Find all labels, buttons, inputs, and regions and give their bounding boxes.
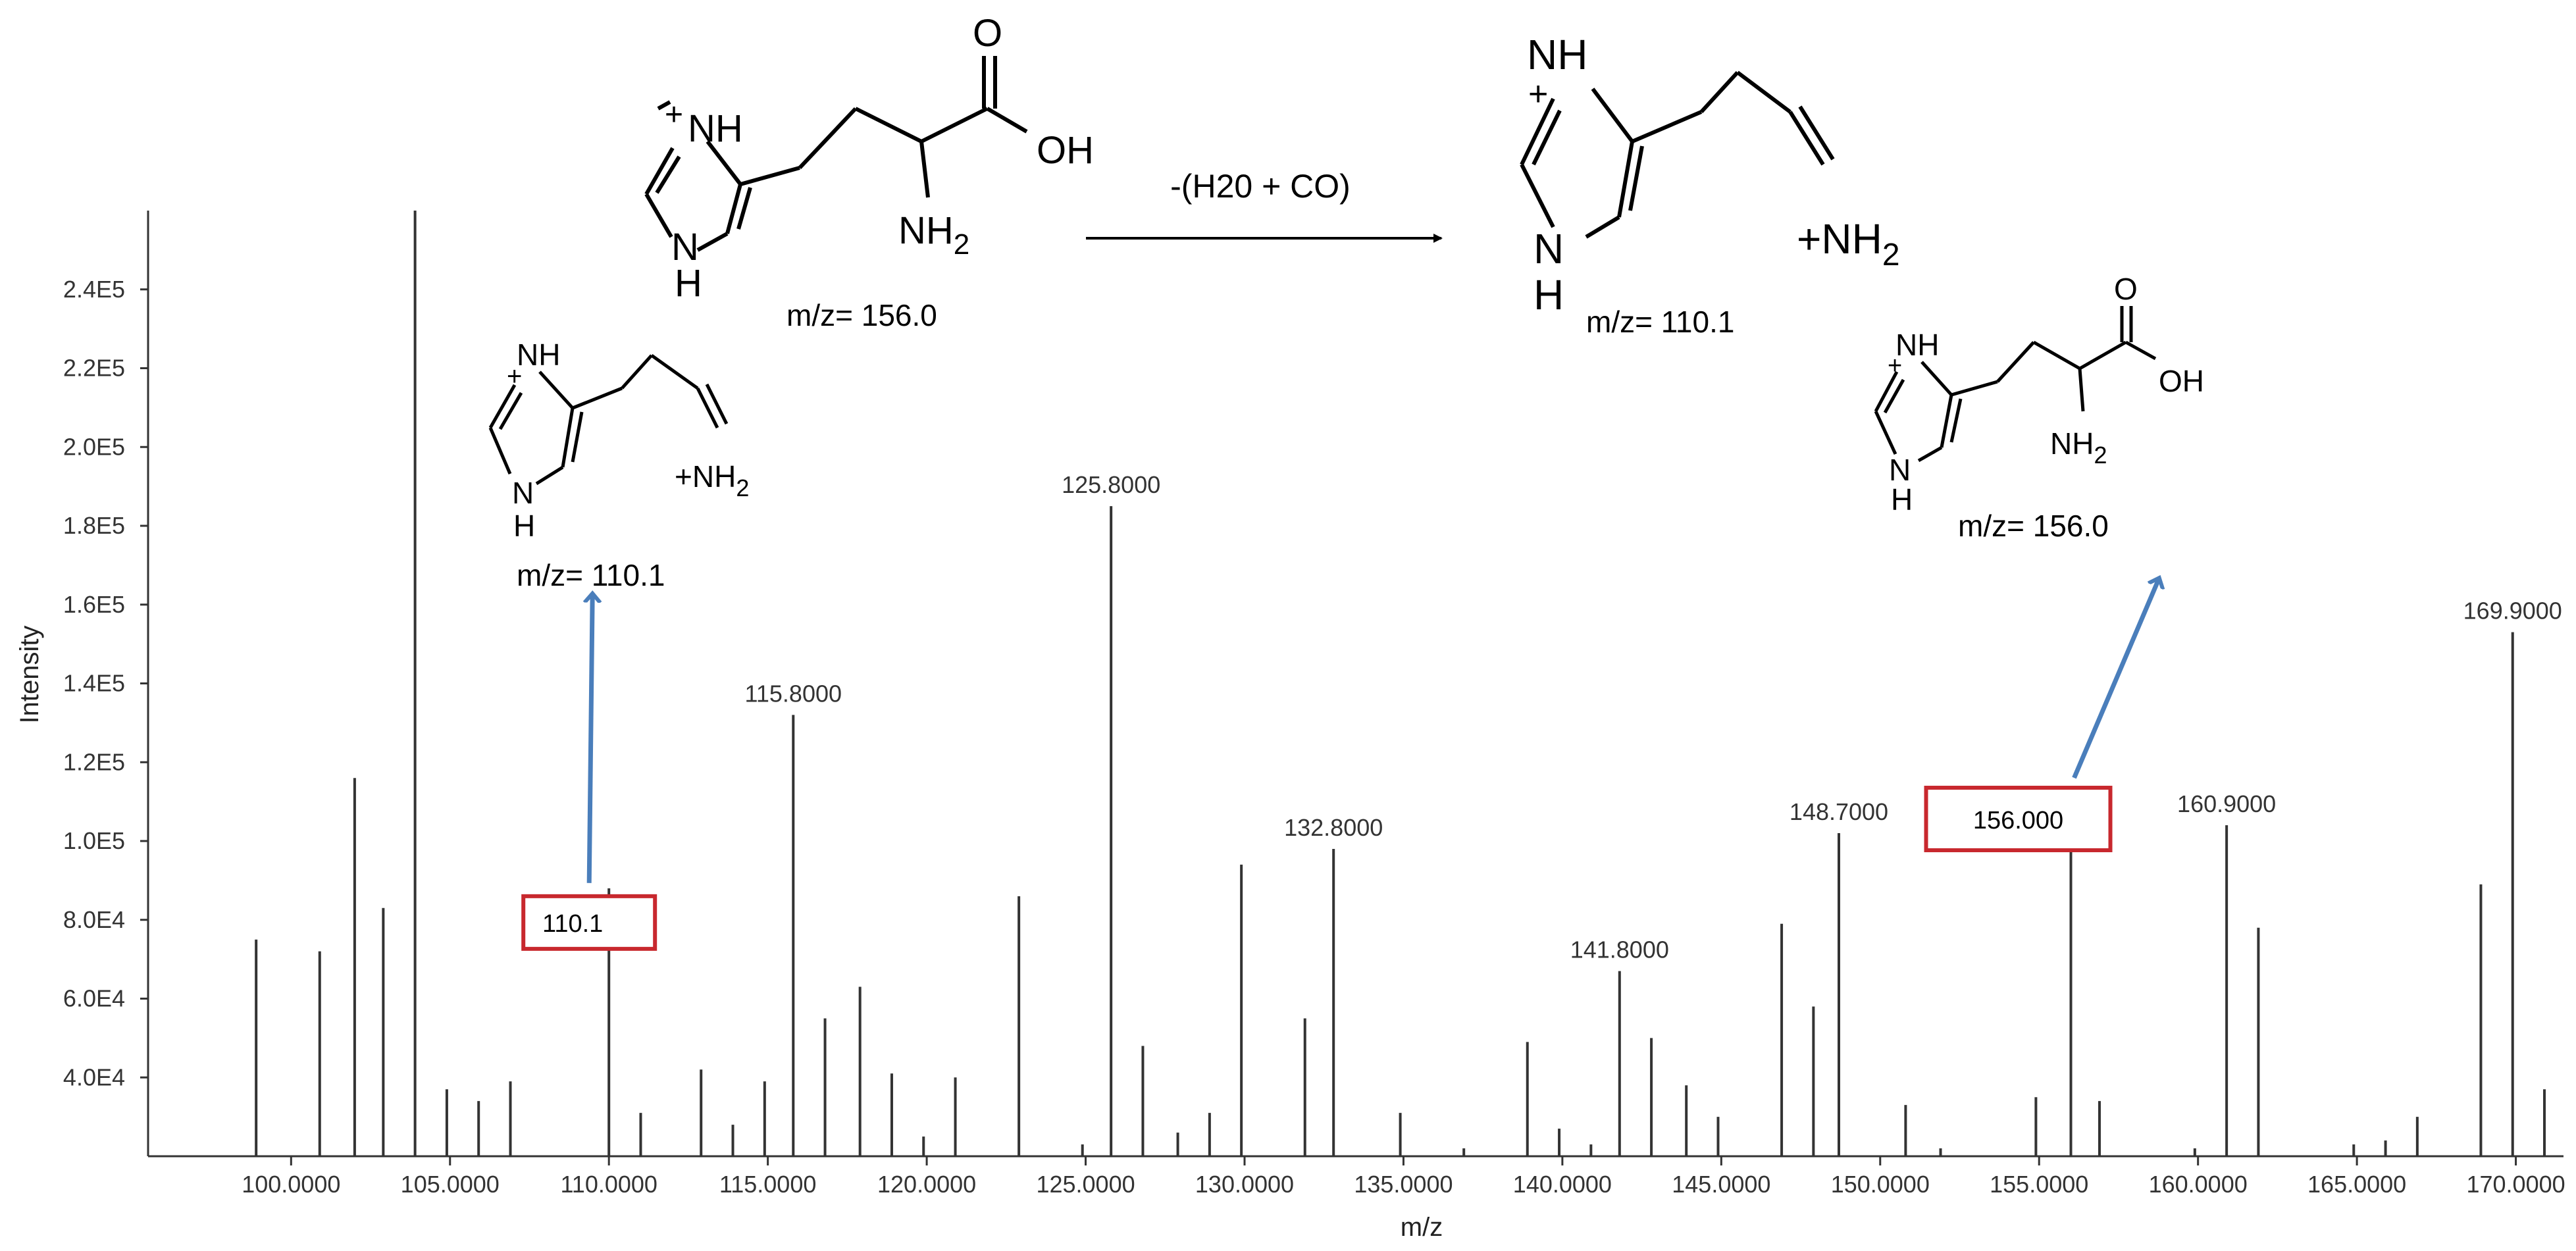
carbonyl-o-label: O [2114, 272, 2138, 306]
peak-labels: 115.8000 125.8000 132.8000 141.8000 148.7000… [745, 471, 2562, 963]
peak-label: 141.8000 [1570, 936, 1669, 963]
plus-sign: + [1528, 75, 1548, 113]
mz-110-label-top: m/z= 110.1 [1586, 305, 1734, 339]
mz-156-label-top: m/z= 156.0 [786, 298, 937, 332]
plot-axes [147, 211, 2563, 1158]
nh2-label: NH2 [898, 209, 969, 261]
nh2-label: +NH2 [1797, 215, 1900, 272]
peak-label: 160.9000 [2177, 790, 2276, 817]
ring-h-label: H [1891, 482, 1913, 517]
plus-sign: + [665, 97, 683, 132]
x-tick-label: 125.0000 [1036, 1171, 1135, 1198]
ring-h-label: H [1533, 271, 1564, 319]
x-axis-ticks: 100.0000 105.0000 110.0000 115.0000 120.0000… [242, 1156, 2565, 1198]
x-tick-label: 100.0000 [242, 1171, 340, 1198]
y-tick-label: 2.2E5 [63, 355, 125, 382]
peak-label: 125.8000 [1062, 471, 1160, 498]
y-tick-label: 2.4E5 [63, 276, 125, 303]
y-axis-title: Intensity [15, 626, 44, 724]
x-tick-label: 155.0000 [1990, 1171, 2088, 1198]
carbonyl-o-label: O [973, 12, 1002, 55]
x-tick-label: 120.0000 [877, 1171, 976, 1198]
blue-arrow-156 [2072, 579, 2159, 779]
x-tick-label: 130.0000 [1195, 1171, 1294, 1198]
ring-n-label: N [1889, 453, 1911, 487]
nh-plus-label: NH [1527, 31, 1587, 78]
reaction-arrow-label: -(H20 + CO) [1170, 168, 1351, 205]
peak-label: 132.8000 [1284, 814, 1383, 841]
plus-sign: + [1888, 352, 1902, 380]
y-tick-label: 8.0E4 [63, 906, 125, 933]
plus-sign: + [507, 362, 522, 391]
x-tick-label: 160.0000 [2149, 1171, 2248, 1198]
nh2-label: NH2 [2050, 426, 2107, 469]
reaction-arrow: -(H20 + CO) [1086, 168, 1443, 243]
mz-110-label-left: m/z= 110.1 [517, 558, 665, 592]
x-tick-label: 145.0000 [1672, 1171, 1770, 1198]
nh-plus-label: NH [517, 338, 560, 372]
y-tick-label: 1.2E5 [63, 748, 125, 775]
ring-h-label: H [675, 262, 702, 305]
y-tick-label: 4.0E4 [63, 1063, 125, 1090]
y-tick-label: 2.0E5 [63, 433, 125, 460]
histamine-structure-top: NH + N H +NH2 m/z= 110.1 [1520, 31, 1900, 339]
mz-156-label-right: m/z= 156.0 [1958, 509, 2109, 543]
box-110 [521, 894, 657, 951]
annotations: 110.1 156.000 [521, 579, 2159, 951]
y-tick-label: 1.6E5 [63, 591, 125, 618]
x-tick-label: 150.0000 [1831, 1171, 1930, 1198]
blue-arrow-110 [589, 595, 592, 883]
x-axis-title: m/z [1401, 1213, 1443, 1242]
peak-label: 169.9000 [2463, 598, 2562, 625]
nh2-label: +NH2 [675, 459, 749, 501]
box-156-label: 156.000 [1973, 807, 2063, 834]
x-tick-label: 110.0000 [560, 1171, 657, 1198]
oh-label: OH [2159, 364, 2204, 398]
x-tick-label: 105.0000 [401, 1171, 500, 1198]
ring-n-label: N [1533, 225, 1564, 272]
x-tick-label: 115.0000 [719, 1171, 816, 1198]
spectrum-peaks [255, 211, 2546, 1156]
ring-n-label: N [671, 226, 699, 268]
x-tick-label: 140.0000 [1513, 1171, 1612, 1198]
x-tick-label: 170.0000 [2466, 1171, 2565, 1198]
y-tick-label: 1.8E5 [63, 512, 125, 539]
peak-label: 148.7000 [1790, 798, 1888, 825]
peak-label: 115.8000 [745, 680, 842, 707]
oh-label: OH [1037, 129, 1094, 172]
x-tick-label: 135.0000 [1354, 1171, 1453, 1198]
box-110-label: 110.1 [542, 910, 603, 938]
y-tick-label: 1.4E5 [63, 670, 125, 697]
histamine-structure-left: NH + N H +NH2 m/z= 110.1 [488, 338, 749, 592]
histidine-structure-top: NH + N H O OH NH2 m/z= 156.0 [644, 12, 1094, 332]
y-tick-label: 1.0E5 [63, 827, 125, 854]
y-tick-label: 6.0E4 [63, 985, 125, 1012]
ring-n-label: N [512, 476, 534, 510]
nh-plus-label: NH [688, 107, 743, 150]
ring-h-label: H [513, 509, 535, 543]
box-156 [1924, 786, 2113, 853]
nh-plus-label: NH [1895, 328, 1939, 362]
y-axis-ticks: 4.0E4 6.0E4 8.0E4 1.0E5 1.2E5 1.4E5 1.6E5 1.8E5… [63, 276, 148, 1090]
histidine-structure-right: NH + N H O OH NH2 m/z= 156.0 [1874, 272, 2204, 543]
x-tick-label: 165.0000 [2307, 1171, 2406, 1198]
